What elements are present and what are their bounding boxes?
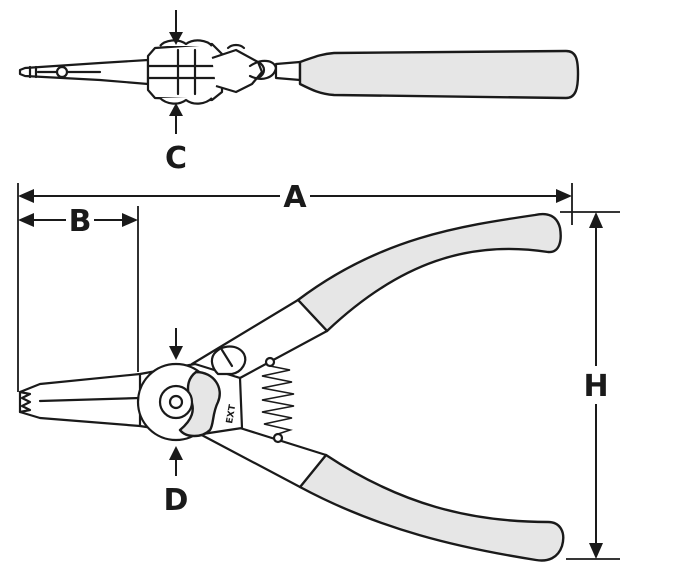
- dimension-c: C: [165, 10, 187, 176]
- label-h: H: [583, 369, 608, 404]
- label-b: B: [69, 204, 92, 239]
- pliers-front-view: EXT: [18, 212, 565, 562]
- dimension-b: B: [18, 204, 139, 372]
- dimension-a: A: [17, 180, 573, 392]
- label-d: D: [164, 483, 189, 518]
- dimension-h: H: [560, 211, 620, 560]
- jaw-marking-ext: EXT: [225, 403, 238, 425]
- dimension-d: D: [164, 328, 189, 518]
- label-c: C: [165, 141, 187, 176]
- label-a: A: [283, 180, 307, 215]
- pliers-side-view: [18, 39, 580, 105]
- return-spring: [261, 356, 295, 444]
